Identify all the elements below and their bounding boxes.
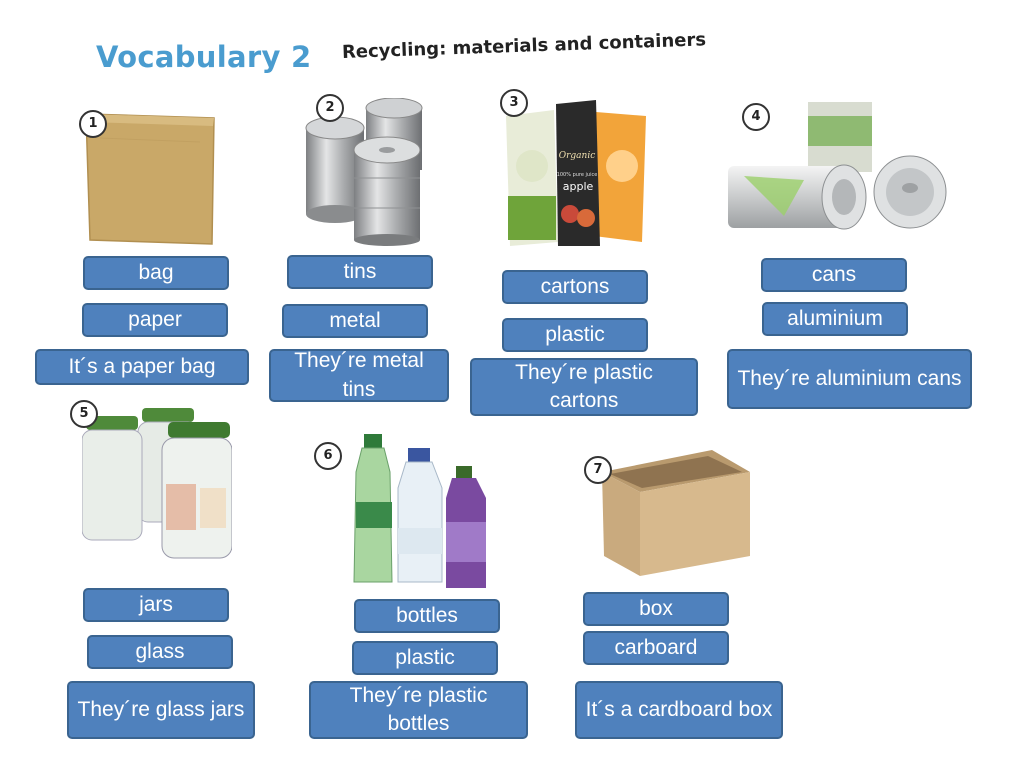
label-sentence-plastic-cartons[interactable]: They´re plastic cartons — [470, 358, 698, 416]
label-word-jars[interactable]: jars — [83, 588, 229, 622]
item-number-4: 4 — [742, 103, 770, 131]
item-number-6: 6 — [314, 442, 342, 470]
jars-image — [82, 408, 232, 559]
carton-brand-text: Organic — [559, 151, 596, 161]
page-title: Vocabulary 2 — [96, 40, 312, 74]
carton-small-text: 100% pure juice — [557, 172, 598, 178]
label-material-glass[interactable]: glass — [87, 635, 233, 669]
label-sentence-glass-jars[interactable]: They´re glass jars — [67, 681, 255, 739]
label-material-carboard[interactable]: carboard — [583, 631, 729, 665]
label-material-metal[interactable]: metal — [282, 304, 428, 338]
paper-bag-image — [85, 113, 215, 245]
label-material-aluminium[interactable]: aluminium — [762, 302, 908, 336]
carton-flavour-text: apple — [563, 180, 594, 193]
label-word-tins[interactable]: tins — [287, 255, 433, 289]
item-number-3: 3 — [500, 89, 528, 117]
item-number-2: 2 — [316, 94, 344, 122]
item-number-1: 1 — [79, 110, 107, 138]
bottles-image — [353, 434, 486, 588]
cans-image — [728, 102, 947, 230]
label-sentence-metal-tins[interactable]: They´re metal tins — [269, 349, 449, 402]
page-subtitle: Recycling: materials and containers — [341, 29, 707, 63]
item-number-5: 5 — [70, 400, 98, 428]
label-word-box[interactable]: box — [583, 592, 729, 626]
label-word-cartons[interactable]: cartons — [502, 270, 648, 304]
label-material-plastic-bottles[interactable]: plastic — [352, 641, 498, 675]
label-material-paper[interactable]: paper — [82, 303, 228, 337]
cartons-image: Organic 100% pure juice apple — [506, 100, 646, 246]
label-word-cans[interactable]: cans — [761, 258, 907, 292]
label-material-plastic-cartons[interactable]: plastic — [502, 318, 648, 352]
label-word-bottles[interactable]: bottles — [354, 599, 500, 633]
label-sentence-aluminium-cans[interactable]: They´re aluminium cans — [727, 349, 972, 409]
label-sentence-paper-bag[interactable]: It´s a paper bag — [35, 349, 249, 385]
box-image — [602, 450, 750, 576]
item-number-7: 7 — [584, 456, 612, 484]
label-sentence-plastic-bottles[interactable]: They´re plastic bottles — [309, 681, 528, 739]
tins-image — [305, 98, 423, 246]
label-word-bag[interactable]: bag — [83, 256, 229, 290]
label-sentence-cardboard-box[interactable]: It´s a cardboard box — [575, 681, 783, 739]
